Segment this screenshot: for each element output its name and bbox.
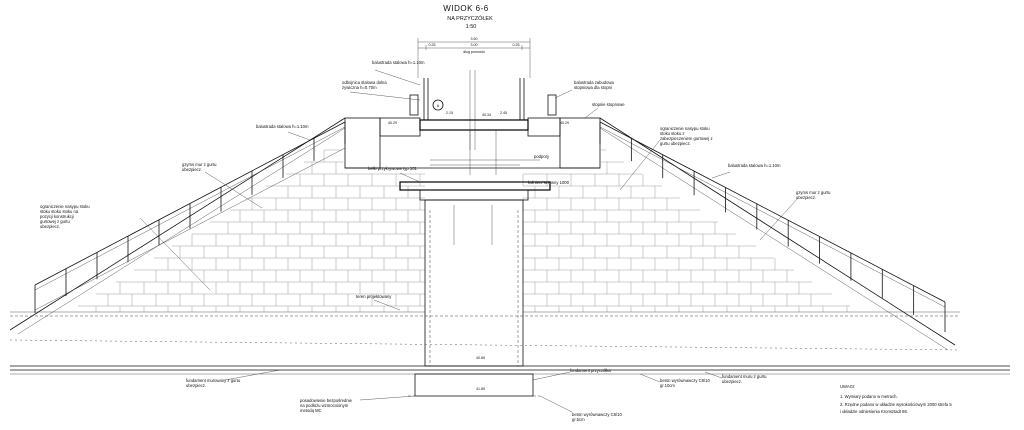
level-mid: 40.34 <box>482 113 491 117</box>
left-slope <box>9 117 346 335</box>
abutment <box>344 117 601 367</box>
label-belki: belki przykrywowe typ 101 <box>368 166 418 171</box>
left-brick-wall <box>78 149 425 312</box>
dim-top-caption: dług pomostu <box>463 50 485 54</box>
section-marker: A <box>432 99 444 111</box>
level-marks: 40.29 40.29 40.89 41.89 40.34 2.15 2.45 <box>388 111 569 391</box>
label-podpory: podpory <box>534 154 550 159</box>
annotations: balustrada stalowa h=1.10m odbojnica sta… <box>40 60 831 422</box>
label-stopnie: stopnie stopnowe <box>592 102 625 107</box>
label-balustrada-left: balustrada stalowa h=1.10m <box>256 124 309 129</box>
label-kolnierz: kołnierz sztywny 1000 <box>528 180 570 185</box>
dim-top-mid: 3.00 <box>471 43 478 47</box>
notes-item-3: i układzie odniesienia Kronsztadt 86. <box>840 409 908 414</box>
label-teren: teren projektowany <box>356 294 392 299</box>
dim-top-left: 0.25 <box>429 43 436 47</box>
notes-item-2: 2. Rzędne podano w układzie wysokościowy… <box>840 402 952 407</box>
dim-top-right: 0.25 <box>513 43 520 47</box>
top-dimensions: 3.50 0.25 3.00 0.25 dług pomostu <box>417 37 531 78</box>
right-brick-wall <box>522 149 850 312</box>
drawing-title: WIDOK 6-6 <box>443 4 488 13</box>
label-balustrada-right: balustrada stalowa h=1.10m <box>728 163 781 168</box>
ground-and-foundation <box>9 311 1010 397</box>
deck-railing <box>409 70 557 150</box>
level-bottom-1: 40.89 <box>476 356 485 360</box>
notes-header: UWAGI: <box>840 384 855 389</box>
dim-top-total: 3.50 <box>471 37 478 41</box>
level-left: 40.29 <box>388 121 397 125</box>
notes-block: UWAGI: 1. Wymiary podano w metrach. 2. R… <box>840 384 952 414</box>
marker-label: A <box>437 104 440 108</box>
notes-item-1: 1. Wymiary podano w metrach. <box>840 394 898 399</box>
offset-left: 2.15 <box>446 111 453 115</box>
level-bottom-2: 41.89 <box>476 387 485 391</box>
label-balustrada-top: balustrada stalowa h=1.10m <box>372 60 425 65</box>
right-slope <box>599 117 956 351</box>
level-right: 40.29 <box>560 121 569 125</box>
offset-right: 2.45 <box>500 111 507 115</box>
drawing-scale: 1:50 <box>466 24 477 30</box>
label-fundament-przyczolka: fundament przyczółka <box>570 368 611 373</box>
drawing-subtitle: NA PRZYCZÓŁEK <box>447 15 493 22</box>
